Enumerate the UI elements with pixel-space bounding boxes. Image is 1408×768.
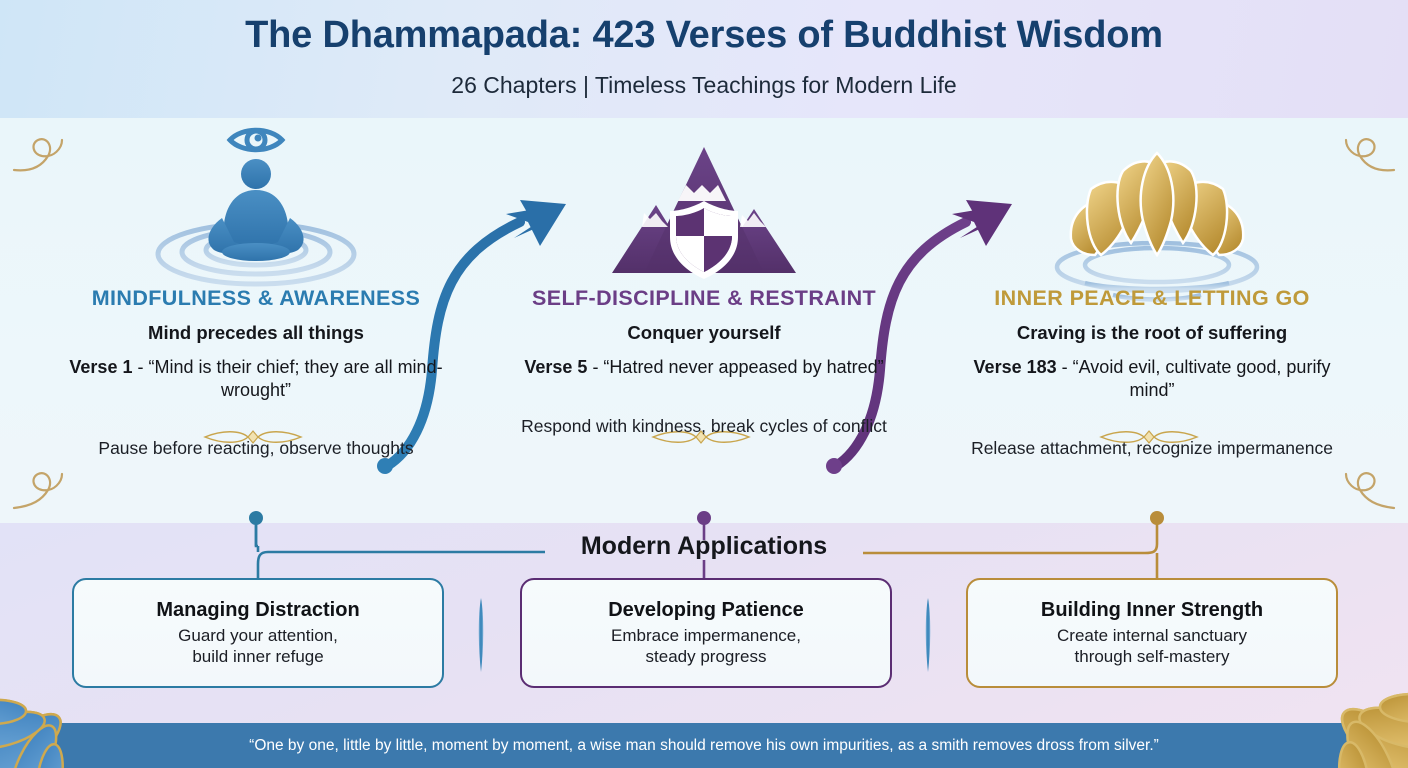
page-title: The Dhammapada: 423 Verses of Buddhist W…	[245, 14, 1163, 56]
footer-quote: “One by one, little by little, moment by…	[249, 736, 1159, 754]
application-card-desc-3-line1: Create internal sanctuary	[1057, 625, 1247, 645]
pillar-practice-1: Pause before reacting, observe thoughts	[98, 438, 414, 458]
application-card-title-2: Developing Patience	[608, 598, 804, 621]
verse-text-2: - “Hatred never appeased by hatred”	[587, 357, 884, 377]
ornament-divider-slot-3	[1057, 414, 1247, 428]
application-card-desc-3: Create internal sanctuary through self-m…	[1057, 625, 1247, 668]
pillar-column-self-discipline: SELF-DISCIPLINE & RESTRAINT Conquer your…	[484, 130, 924, 437]
footer-band	[0, 723, 1408, 768]
verse-text-1: - “Mind is their chief; they are all min…	[132, 357, 443, 400]
application-card-desc-1: Guard your attention, build inner refuge	[178, 625, 338, 668]
application-card-desc-3-line2: through self-mastery	[1074, 647, 1230, 666]
application-card-desc-1-line2: build inner refuge	[192, 647, 324, 666]
pillar-subheading-1: Mind precedes all things	[148, 322, 364, 343]
ornament-divider-slot-1	[161, 414, 351, 428]
application-card-desc-2: Embrace impermanence, steady progress	[611, 625, 801, 668]
application-card-title-1: Managing Distraction	[156, 598, 360, 621]
pillar-subheading-2: Conquer yourself	[627, 322, 781, 343]
pillar-verse-3: Verse 183 - “Avoid evil, cultivate good,…	[932, 356, 1372, 401]
application-card-title-3: Building Inner Strength	[1040, 598, 1264, 621]
pillar-icon-slot-2	[484, 130, 924, 280]
modern-applications-title: Modern Applications	[580, 532, 828, 560]
verse-label-1: Verse 1	[69, 357, 133, 377]
pillar-verse-1: Verse 1 - “Mind is their chief; they are…	[36, 356, 476, 401]
pillar-column-mindfulness: MINDFULNESS & AWARENESS Mind precedes al…	[36, 130, 476, 460]
verse-text-3: - “Avoid evil, cultivate good, purify mi…	[1056, 357, 1331, 400]
pillar-heading-2: SELF-DISCIPLINE & RESTRAINT	[531, 286, 877, 310]
pillar-verse-2: Verse 5 - “Hatred never appeased by hatr…	[484, 356, 924, 379]
application-card-developing-patience[interactable]: Developing Patience Embrace impermanence…	[520, 578, 892, 688]
header-banner: The Dhammapada: 423 Verses of Buddhist W…	[0, 0, 1408, 118]
verse-label-3: Verse 183	[973, 357, 1057, 377]
page-subtitle: 26 Chapters | Timeless Teachings for Mod…	[451, 72, 957, 98]
pillar-icon-slot-1	[36, 130, 476, 280]
pillar-heading-3: INNER PEACE & LETTING GO	[994, 286, 1310, 310]
pillar-practice-3: Release attachment, recognize impermanen…	[971, 438, 1333, 458]
pillar-icon-slot-3	[932, 130, 1372, 280]
ornament-divider-slot-2	[609, 392, 799, 406]
application-card-desc-2-line2: steady progress	[645, 647, 767, 666]
pillar-subheading-3: Craving is the root of suffering	[1016, 322, 1288, 343]
modern-applications-cards: Managing Distraction Guard your attentio…	[0, 578, 1408, 690]
pillar-column-inner-peace: INNER PEACE & LETTING GO Craving is the …	[932, 130, 1372, 460]
pillar-practice-2: Respond with kindness, break cycles of c…	[521, 415, 887, 436]
application-card-desc-1-line1: Guard your attention,	[178, 625, 338, 645]
application-card-managing-distraction[interactable]: Managing Distraction Guard your attentio…	[72, 578, 444, 688]
application-card-desc-2-line1: Embrace impermanence,	[611, 625, 801, 645]
pillar-heading-1: MINDFULNESS & AWARENESS	[91, 286, 421, 310]
application-card-building-inner-strength[interactable]: Building Inner Strength Create internal …	[966, 578, 1338, 688]
verse-label-2: Verse 5	[524, 357, 588, 377]
